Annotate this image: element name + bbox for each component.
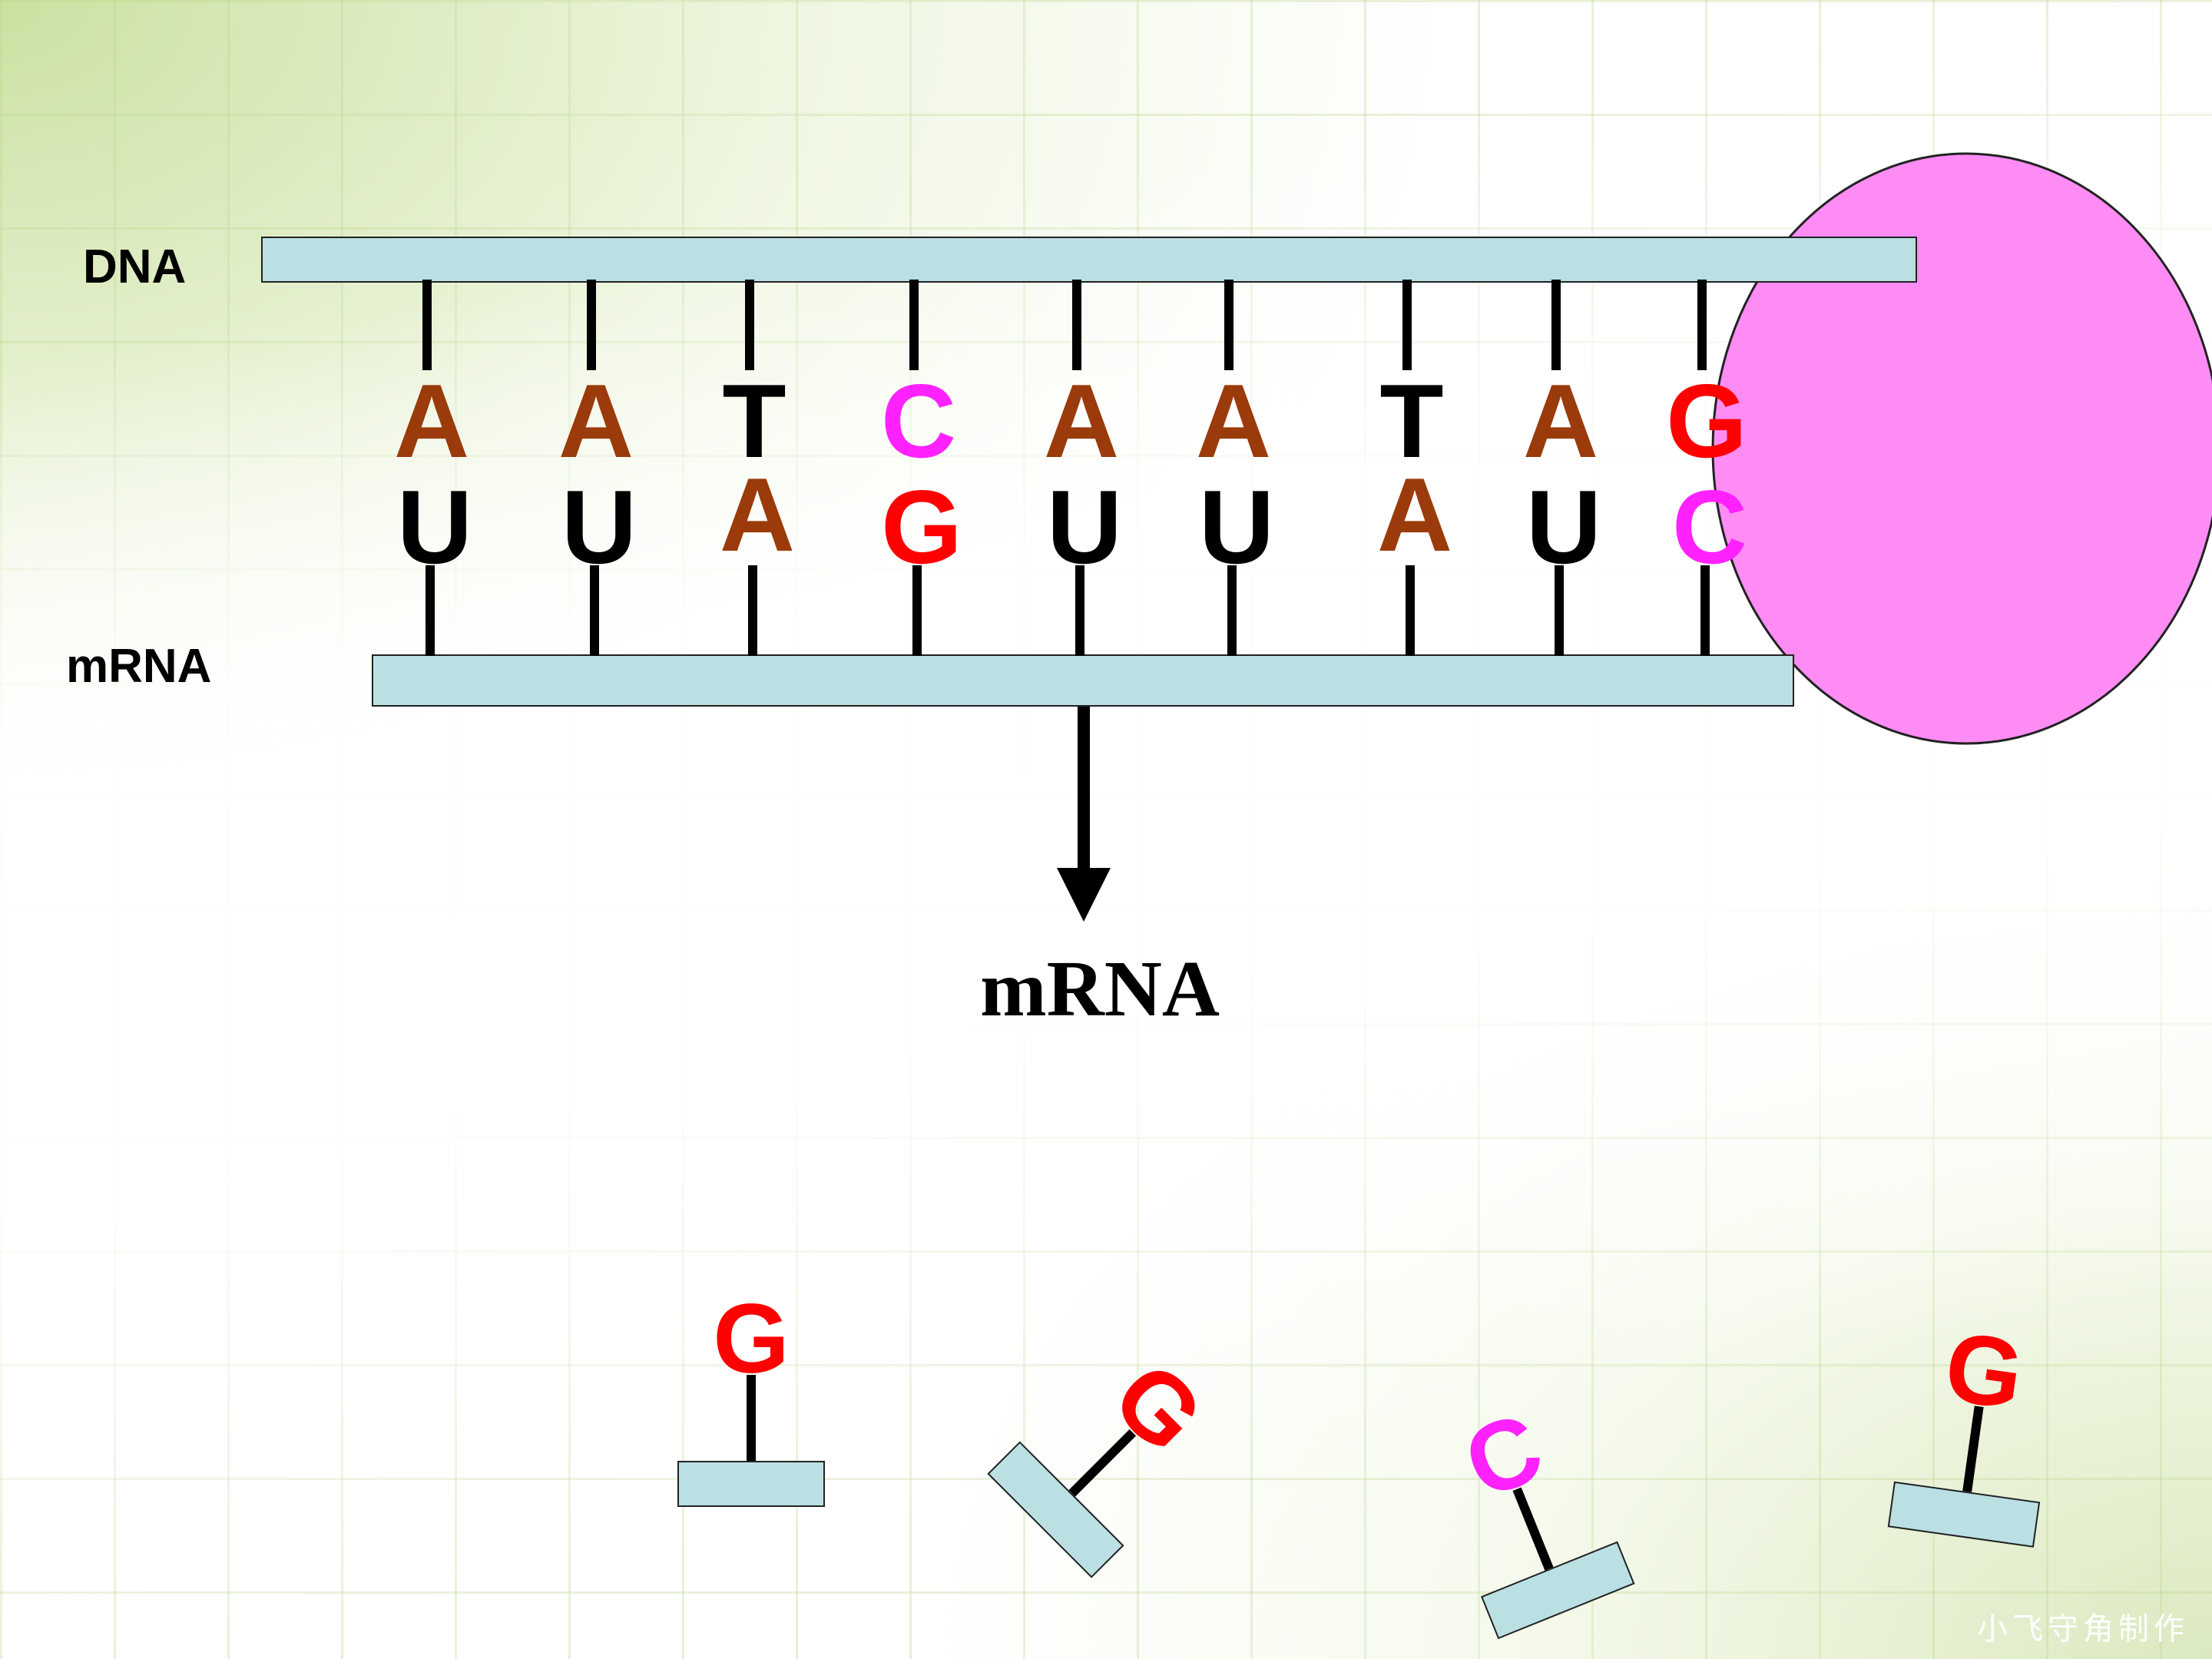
dna-base: G xyxy=(1666,363,1747,479)
watermark: 小飞守角制作 xyxy=(1977,1611,2189,1647)
dna-base: A xyxy=(1522,363,1599,479)
dna-bond xyxy=(909,280,919,370)
dna-bond xyxy=(1697,280,1707,370)
rna-bond xyxy=(748,565,757,656)
dna-bond xyxy=(587,280,596,370)
rna-bond xyxy=(1555,565,1564,656)
free-nucleotide-base: G xyxy=(1938,1311,2030,1431)
dna-base: C xyxy=(880,363,957,479)
rna-bond xyxy=(1075,565,1084,656)
rna-base: U xyxy=(1046,469,1123,585)
free-nucleotide: G xyxy=(674,1275,828,1507)
rna-base: G xyxy=(881,469,962,585)
dna-bond xyxy=(1224,280,1233,370)
transcription-arrow-head xyxy=(1057,868,1111,922)
free-nucleotide-base: G xyxy=(713,1284,790,1394)
dna-strand xyxy=(261,237,1917,283)
dna-base: A xyxy=(393,363,470,479)
free-nucleotide-bond xyxy=(747,1375,756,1461)
dna-bond xyxy=(1551,280,1561,370)
free-nucleotide-sugar xyxy=(677,1461,825,1507)
free-nucleotide: G xyxy=(1885,1297,2069,1548)
rna-base: A xyxy=(1376,456,1453,573)
rna-bond xyxy=(1227,565,1237,656)
rna-base: U xyxy=(1198,469,1275,585)
dna-base: T xyxy=(722,363,786,479)
dna-base: T xyxy=(1379,363,1444,479)
dna-bond xyxy=(745,280,754,370)
mrna-product-label: mRNA xyxy=(980,945,1220,1033)
rna-bond xyxy=(426,565,435,656)
rna-base: U xyxy=(396,469,473,585)
dna-bond xyxy=(1402,280,1412,370)
dna-label: DNA xyxy=(83,240,187,293)
rna-base: C xyxy=(1671,469,1748,585)
free-nucleotide-base: C xyxy=(1449,1392,1558,1521)
free-nucleotide-bond xyxy=(1068,1429,1137,1497)
mrna-strand xyxy=(372,654,1794,707)
mrna-strand-label: mRNA xyxy=(66,640,212,693)
rna-base: U xyxy=(1525,469,1602,585)
rna-bond xyxy=(1406,565,1415,656)
rna-bond xyxy=(912,565,922,656)
dna-base: A xyxy=(1043,363,1120,479)
rna-polymerase-enzyme xyxy=(1711,152,2212,745)
dna-bond xyxy=(422,280,432,370)
rna-base: U xyxy=(561,469,637,585)
dna-base: A xyxy=(1195,363,1272,479)
rna-bond xyxy=(590,565,599,656)
dna-base: A xyxy=(558,363,634,479)
rna-base: A xyxy=(719,456,796,573)
dna-bond xyxy=(1072,280,1081,370)
rna-bond xyxy=(1700,565,1710,656)
